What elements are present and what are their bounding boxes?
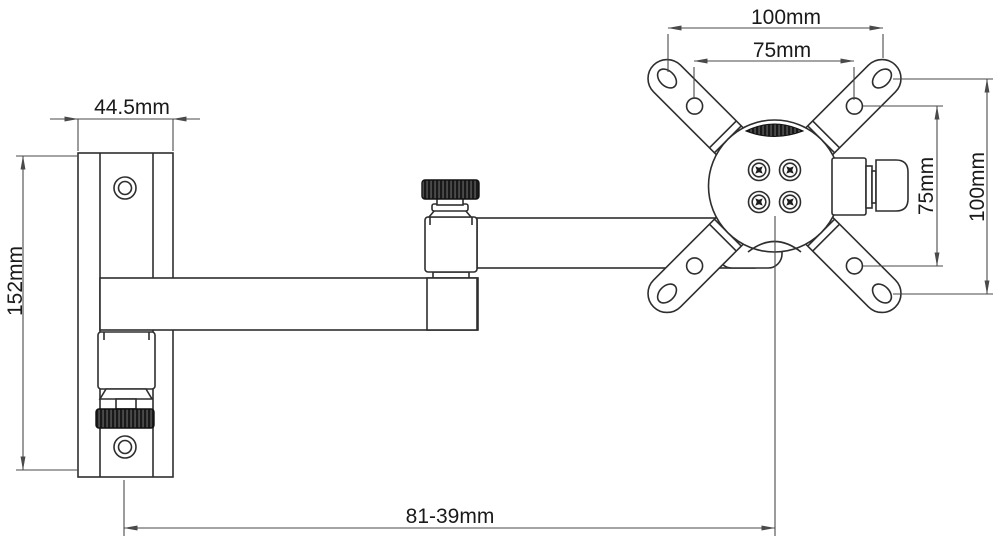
dim-label-arm-extension: 81-39mm: [406, 505, 495, 528]
vesa-slot-hole: [656, 68, 678, 89]
hinge-flange-bottom: [98, 388, 154, 400]
phillips-screw: [778, 158, 802, 182]
wall-screw-hole-top: [113, 176, 137, 200]
dim-label-vesa-outer-width: 100mm: [751, 6, 821, 29]
dim-vesa-outer-width: 100mm: [667, 6, 884, 72]
dim-label-vesa-inner-height: 75mm: [915, 157, 938, 215]
vesa-round-hole: [685, 97, 704, 115]
phillips-screw: [747, 190, 771, 214]
vesa-bracket: [647, 58, 909, 314]
wall-screw-hole-bottom: [113, 435, 137, 459]
knurled-knob-middle: [421, 179, 480, 200]
dim-wall-plate-width: 44.5mm: [50, 96, 200, 151]
vesa-round-hole: [845, 257, 864, 275]
dim-label-wall-plate-height: 152mm: [4, 246, 27, 316]
knurled-knob-bottom: [95, 408, 155, 429]
vesa-round-hole: [845, 97, 864, 115]
phillips-screw: [747, 158, 771, 182]
hinge-bottom: [95, 331, 156, 429]
vesa-slot-hole: [656, 283, 678, 304]
joint-barrel: [424, 216, 478, 273]
dim-vesa-outer-height: 100mm: [893, 78, 993, 295]
joint-middle: [421, 179, 480, 331]
dim-label-wall-plate-width: 44.5mm: [94, 96, 170, 119]
vesa-slot-hole: [871, 283, 893, 304]
dim-label-vesa-inner-width: 75mm: [753, 39, 811, 62]
dim-vesa-inner-width: 75mm: [693, 39, 855, 100]
vesa-round-hole: [685, 257, 704, 275]
dim-wall-plate-height: 152mm: [4, 155, 78, 471]
phillips-screw: [778, 190, 802, 214]
vesa-slot-hole: [871, 68, 893, 89]
arm-segment-lower: [99, 277, 479, 331]
tilt-knob-cap: [875, 159, 909, 212]
dim-label-vesa-outer-height: 100mm: [966, 152, 989, 222]
knurled-tilt-edge: [744, 123, 805, 137]
dim-arm-extension: 81-39mm: [123, 216, 776, 536]
dim-vesa-inner-height: 75mm: [863, 105, 943, 267]
phillips-screws: [747, 158, 802, 214]
joint-block: [426, 277, 478, 331]
hinge-neck-bottom: [115, 398, 137, 410]
tilt-knob: [831, 157, 909, 216]
